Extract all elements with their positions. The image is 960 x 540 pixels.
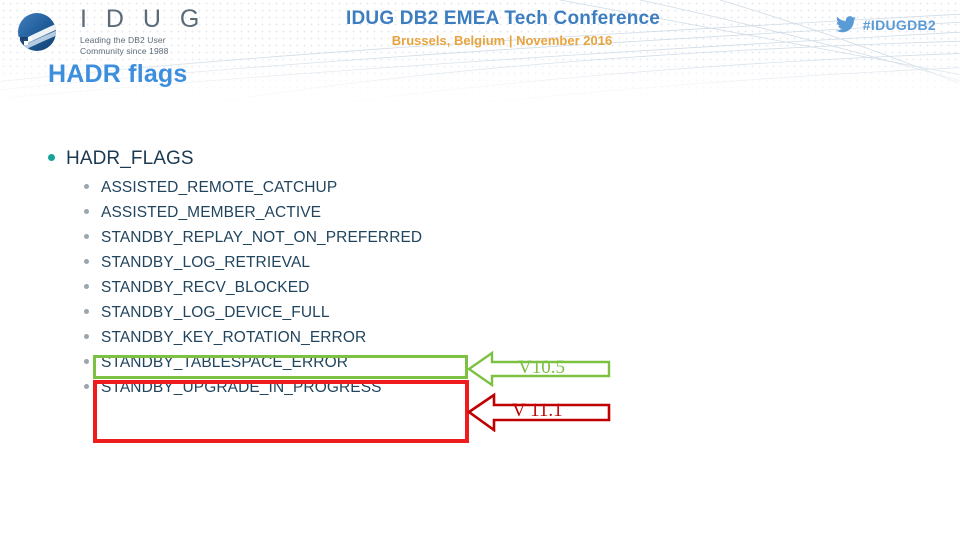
- left-arrow-icon: [466, 392, 611, 433]
- idug-globe-logo-icon: [18, 12, 56, 51]
- highlight-box-v111: [93, 380, 469, 443]
- list-item: ASSISTED_REMOTE_CATCHUP: [84, 179, 648, 204]
- flag-list: HADR_FLAGS ASSISTED_REMOTE_CATCHUP ASSIS…: [48, 148, 648, 404]
- slide-header-band: [0, 0, 960, 108]
- highlight-box-v105: [93, 355, 468, 379]
- list-item-label: ASSISTED_MEMBER_ACTIVE: [101, 204, 322, 221]
- list-item: STANDBY_LOG_RETRIEVAL: [84, 254, 648, 279]
- idug-logo-text: I D U G Leading the DB2 User Community s…: [80, 7, 205, 56]
- bullet-dot-icon: [84, 359, 89, 364]
- list-item-label: STANDBY_REPLAY_NOT_ON_PREFERRED: [101, 229, 423, 246]
- bullet-dot-icon: [84, 309, 89, 314]
- twitter-bird-icon: [835, 16, 856, 33]
- idug-tagline-line2: Community since 1988: [80, 45, 169, 56]
- list-item-top: HADR_FLAGS: [48, 148, 648, 170]
- list-item: STANDBY_REPLAY_NOT_ON_PREFERRED: [84, 229, 648, 254]
- annotation-label-v111: V 11.1: [512, 400, 563, 421]
- list-item: STANDBY_RECV_BLOCKED: [84, 279, 648, 304]
- bullet-dot-icon: [84, 334, 89, 339]
- list-item-label: HADR_FLAGS: [66, 148, 194, 169]
- left-arrow-icon: [466, 350, 611, 388]
- social-hashtag-block: #IDUGDB2: [835, 16, 936, 33]
- annotation-arrow-v105: V10.5: [466, 350, 612, 393]
- idug-tagline-line1: Leading the DB2 User: [80, 35, 166, 45]
- list-item-label: STANDBY_LOG_DEVICE_FULL: [101, 304, 330, 321]
- header-fade-overlay: [0, 0, 960, 108]
- list-item: STANDBY_TABLESPACE_ERROR: [84, 354, 648, 379]
- annotation-label-v105: V10.5: [518, 357, 565, 378]
- list-item-label: STANDBY_LOG_RETRIEVAL: [101, 254, 311, 271]
- bullet-dot-icon: [84, 209, 89, 214]
- page-title: HADR flags: [48, 60, 188, 88]
- conference-title-block: IDUG DB2 EMEA Tech Conference Brussels, …: [346, 8, 661, 48]
- bullet-dot-icon: [84, 234, 89, 239]
- list-item: STANDBY_LOG_DEVICE_FULL: [84, 304, 648, 329]
- list-item-label: STANDBY_KEY_ROTATION_ERROR: [101, 329, 367, 346]
- idug-wordmark: I D U G: [80, 5, 206, 33]
- bullet-dot-icon: [84, 259, 89, 264]
- bullet-dot-icon: [84, 184, 89, 189]
- list-item-label: ASSISTED_REMOTE_CATCHUP: [101, 179, 338, 196]
- list-item: STANDBY_KEY_ROTATION_ERROR: [84, 329, 648, 354]
- social-hashtag-text: #IDUGDB2: [862, 16, 936, 33]
- bullet-dot-icon: [48, 154, 55, 161]
- list-item: ASSISTED_MEMBER_ACTIVE: [84, 204, 648, 229]
- idug-tagline: Leading the DB2 User Community since 198…: [80, 35, 205, 56]
- conference-subtitle: Brussels, Belgium | November 2016: [391, 33, 613, 48]
- list-item-label: STANDBY_TABLESPACE_ERROR: [101, 354, 349, 371]
- bullet-dot-icon: [84, 384, 89, 389]
- idug-logo: I D U G Leading the DB2 User Community s…: [14, 7, 205, 56]
- bullet-dot-icon: [84, 284, 89, 289]
- list-item-label: STANDBY_RECV_BLOCKED: [101, 279, 310, 296]
- annotation-arrow-v111: V 11.1: [466, 392, 612, 437]
- conference-title: IDUG DB2 EMEA Tech Conference: [346, 8, 661, 29]
